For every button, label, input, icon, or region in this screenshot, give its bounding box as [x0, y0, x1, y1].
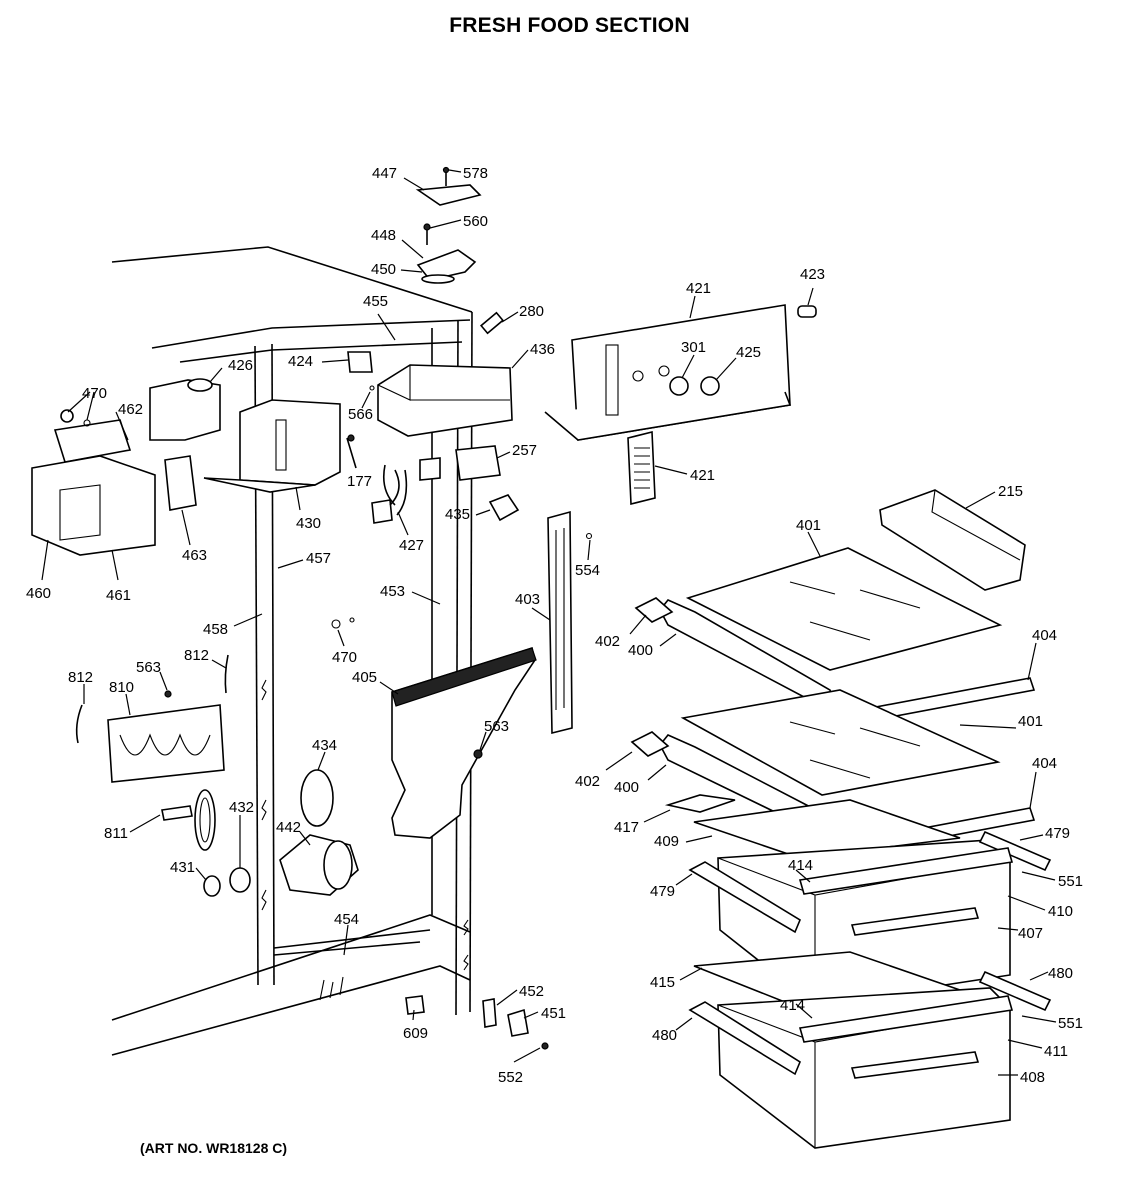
cabinet-liner [111, 246, 473, 1056]
part-label: 301 [681, 339, 706, 356]
shelf-ladder-and-cover [391, 510, 593, 839]
part-label: 563 [484, 718, 509, 735]
part-label: 215 [998, 483, 1023, 500]
part-label: 404 [1032, 755, 1057, 772]
part-label: 810 [109, 679, 134, 696]
fan-assembly [31, 378, 221, 556]
part-label: 450 [371, 261, 396, 278]
part-label: 177 [347, 473, 372, 490]
part-label: 812 [68, 669, 93, 686]
page-title: FRESH FOOD SECTION [449, 14, 690, 37]
part-label: 421 [690, 467, 715, 484]
part-label: 460 [26, 585, 51, 602]
part-label: 403 [515, 591, 540, 608]
part-label: 462 [118, 401, 143, 418]
part-label: 425 [736, 344, 761, 361]
part-label: 454 [334, 911, 359, 928]
part-label: 402 [575, 773, 600, 790]
part-label: 417 [614, 819, 639, 836]
part-label: 470 [332, 649, 357, 666]
part-label: 458 [203, 621, 228, 638]
part-label: 461 [106, 587, 131, 604]
part-label: 455 [363, 293, 388, 310]
shelf-upper [634, 547, 1036, 723]
part-label: 423 [800, 266, 825, 283]
part-label: 415 [650, 974, 675, 991]
part-label: 401 [796, 517, 821, 534]
part-label: 479 [1045, 825, 1070, 842]
control-box [203, 399, 355, 493]
part-label: 404 [1032, 627, 1057, 644]
part-label: 442 [276, 819, 301, 836]
part-label: 480 [1048, 965, 1073, 982]
part-label: 435 [445, 506, 470, 523]
part-label: 479 [650, 883, 675, 900]
part-label: 463 [182, 547, 207, 564]
wiring-and-timer [346, 437, 520, 524]
part-label: 408 [1020, 1069, 1045, 1086]
part-label: 432 [229, 799, 254, 816]
art-number: (ART NO. WR18128 C) [140, 1140, 288, 1156]
part-label: 407 [1018, 925, 1043, 942]
part-label: 402 [595, 633, 620, 650]
part-label: 551 [1058, 873, 1083, 890]
part-label: 434 [312, 737, 337, 754]
part-label: 421 [686, 280, 711, 297]
part-label: 424 [288, 353, 313, 370]
part-label: 448 [371, 227, 396, 244]
part-label: 405 [352, 669, 377, 686]
part-label: 436 [530, 341, 555, 358]
part-label: 414 [788, 857, 813, 874]
part-label: 400 [614, 779, 639, 796]
part-label: 410 [1048, 903, 1073, 920]
part-label: 560 [463, 213, 488, 230]
part-label: 411 [1044, 1043, 1068, 1060]
bin-215 [879, 489, 1026, 591]
part-label: 453 [380, 583, 405, 600]
part-label: 812 [184, 647, 209, 664]
part-label: 426 [228, 357, 253, 374]
part-label: 566 [348, 406, 373, 423]
part-label: 414 [780, 997, 805, 1014]
part-label: 554 [575, 562, 600, 579]
part-label: 409 [654, 833, 679, 850]
control-panel [544, 304, 792, 506]
part-label: 400 [628, 642, 653, 659]
light-housing [347, 351, 513, 437]
part-label: 563 [136, 659, 161, 676]
part-label: 430 [296, 515, 321, 532]
part-label: 457 [306, 550, 331, 567]
part-label: 551 [1058, 1015, 1083, 1032]
part-label: 280 [519, 303, 544, 320]
part-label: 811 [104, 825, 128, 842]
drawer-lower [688, 951, 1052, 1149]
part-label: 452 [519, 983, 544, 1000]
part-label: 609 [403, 1025, 428, 1042]
part-label: 578 [463, 165, 488, 182]
part-label: 431 [170, 859, 195, 876]
part-label: 470 [82, 385, 107, 402]
part-label: 401 [1018, 713, 1043, 730]
part-label: 552 [498, 1069, 523, 1086]
part-423-shape [797, 305, 817, 318]
leader-lines [41, 169, 1057, 1076]
top-hinge-assembly [415, 166, 482, 284]
part-label: 427 [399, 537, 424, 554]
part-label: 480 [652, 1027, 677, 1044]
part-label: 451 [541, 1005, 566, 1022]
part-label: 447 [372, 165, 397, 182]
part-number-labels: 578 447 560 448 450 455 280 421 423 426 … [26, 165, 1083, 1086]
part-label: 257 [512, 442, 537, 459]
part-280-shape [479, 311, 505, 335]
heater-and-misc [75, 617, 549, 1050]
